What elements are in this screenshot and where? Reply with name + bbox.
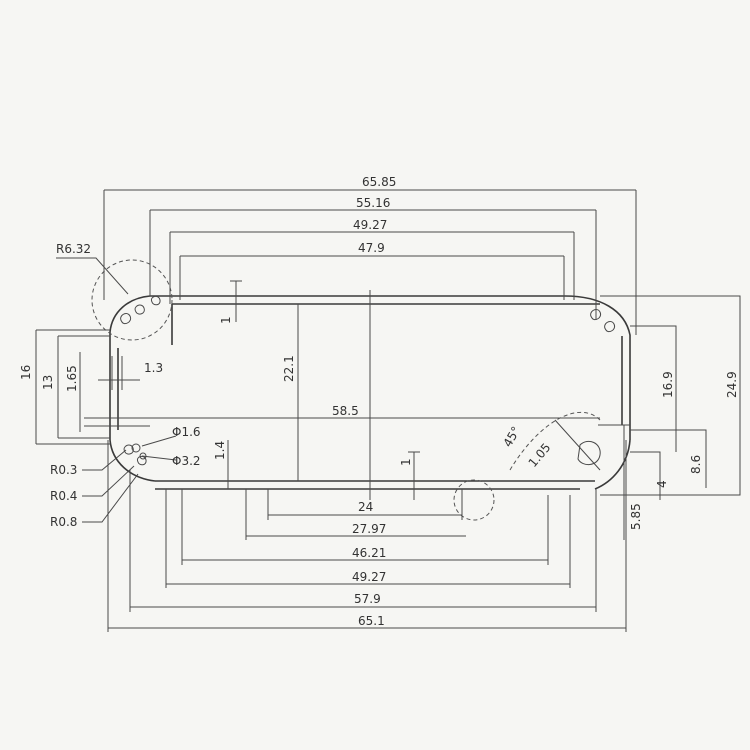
dim-inner-width: 58.5 xyxy=(332,404,359,418)
dim-wall-bottom: 1 xyxy=(399,458,413,466)
dim-top-width-4: 47.9 xyxy=(358,241,385,255)
right-dimensions xyxy=(600,295,741,540)
dim-right-height-outer: 24.9 xyxy=(725,371,739,398)
top-dimensions xyxy=(103,189,637,335)
dim-left-offset: 1.65 xyxy=(65,365,79,392)
dim-left-height-inner: 13 xyxy=(41,375,55,390)
dim-wall-top: 1 xyxy=(219,316,233,324)
detail-circle-bottom xyxy=(453,479,495,521)
dim-top-outer-width: 65.85 xyxy=(362,175,396,189)
dim-top-width-3: 49.27 xyxy=(353,218,387,232)
detail-arc-right xyxy=(509,411,601,471)
centerlines xyxy=(150,280,600,500)
profile-outline xyxy=(84,295,631,490)
dim-bottom-width-3: 46.21 xyxy=(352,546,386,560)
dim-bottom-width-1: 24 xyxy=(358,500,373,514)
dim-bottom-width-5: 57.9 xyxy=(354,592,381,606)
dim-hole-large: Φ3.2 xyxy=(172,454,201,468)
dim-radius-a: R0.3 xyxy=(50,463,77,477)
dim-hole-small: Φ1.6 xyxy=(172,425,201,439)
chamfer-leader xyxy=(554,419,601,471)
dim-radius-c: R0.8 xyxy=(50,515,77,529)
dim-inner-height: 22.1 xyxy=(282,355,296,382)
left-dimensions xyxy=(35,329,140,445)
bottom-dimensions xyxy=(107,440,627,632)
dim-left-height: 16 xyxy=(19,365,33,380)
dim-right-height-inner: 16.9 xyxy=(661,371,675,398)
dim-corner-radius: R6.32 xyxy=(56,242,91,256)
detail-circle-top-left xyxy=(91,259,173,341)
radius-leader-top-left xyxy=(56,257,129,295)
radius-leaders-bottom-left xyxy=(82,449,139,523)
dim-chamfer: 1.05 xyxy=(526,440,554,469)
dim-right-step: 4 xyxy=(655,480,669,488)
dim-bottom-width-4: 49.27 xyxy=(352,570,386,584)
dim-right-offset: 5.85 xyxy=(629,503,643,530)
dim-bottom-width-2: 27.97 xyxy=(352,522,386,536)
dim-right-height-mid: 8.6 xyxy=(689,455,703,474)
dim-top-width-2: 55.16 xyxy=(356,196,390,210)
dim-radius-b: R0.4 xyxy=(50,489,77,503)
dim-angle: 45° xyxy=(500,424,523,449)
hole-leader xyxy=(141,435,177,461)
dim-bottom-outer-width: 65.1 xyxy=(358,614,385,628)
dim-step-height: 1.4 xyxy=(213,441,227,460)
dim-lip-width: 1.3 xyxy=(144,361,163,375)
